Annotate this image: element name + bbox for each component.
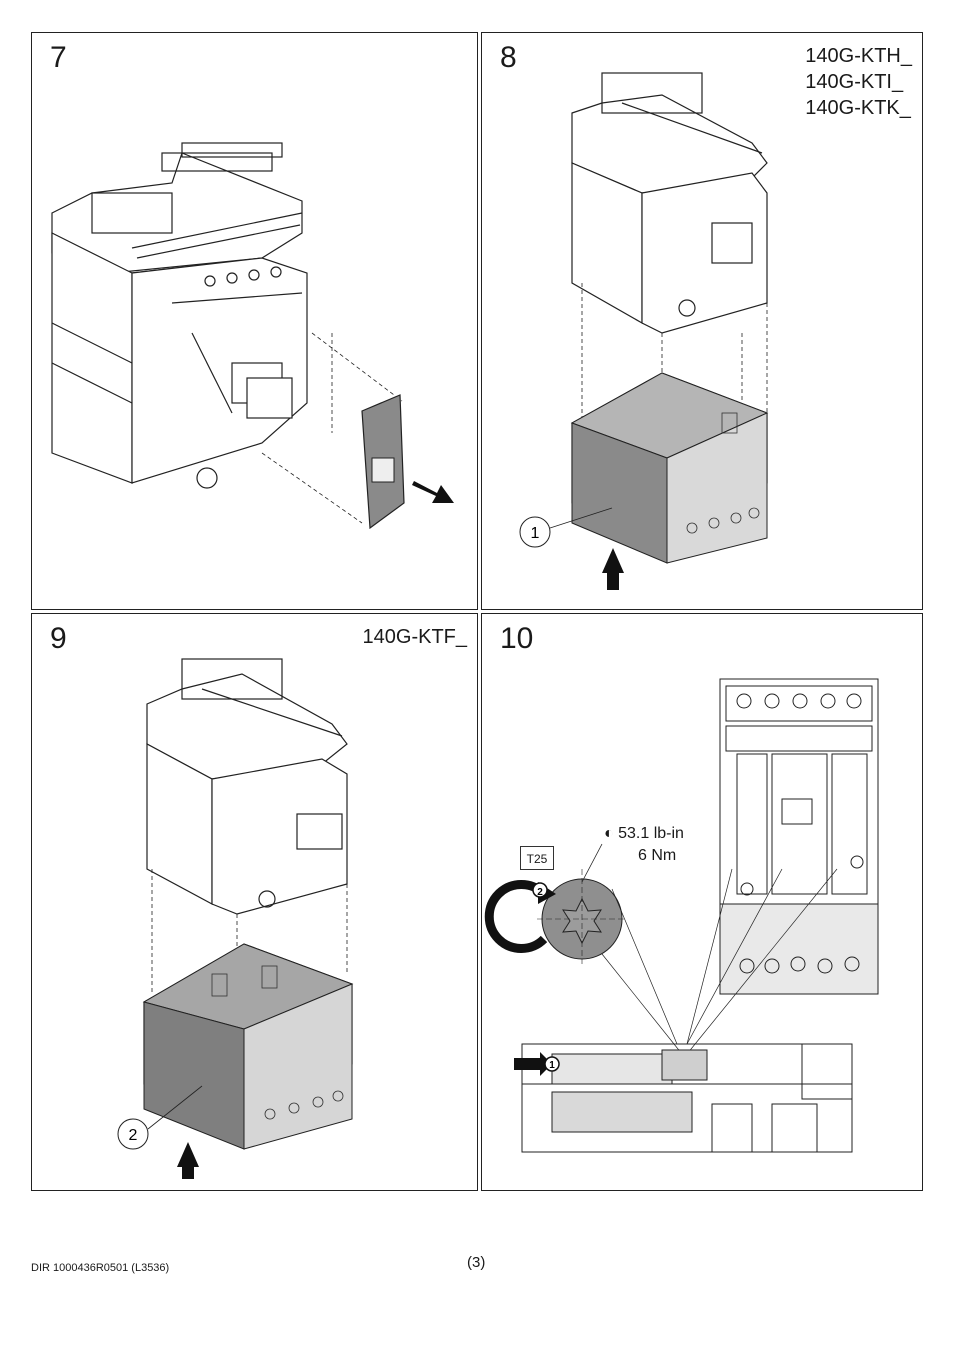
step-8-panel: 8 140G-KTH_ 140G-KTI_ 140G-KTK_: [481, 32, 923, 610]
step-10-panel: 10 T25 ◐ 53.1 lb-in 6 Nm: [481, 613, 923, 1191]
svg-text:2: 2: [537, 887, 543, 898]
catalog-code: 140G-KTK_: [805, 97, 911, 119]
torque-metric: 6 Nm: [638, 847, 677, 864]
catalog-codes: 140G-KTF_: [363, 624, 467, 650]
catalog-code: 140G-KTF_: [362, 626, 467, 648]
sequence-1-icon: [544, 1056, 560, 1072]
sequence-2-icon: [532, 882, 548, 898]
catalog-codes: 140G-KTH_ 140G-KTI_ 140G-KTK_: [805, 43, 912, 121]
module-install-illustration: 1: [519, 72, 769, 590]
torque-icon: ◐: [604, 825, 614, 842]
catalog-code: 140G-KTH_: [805, 45, 912, 67]
step-7-panel: 7: [31, 32, 478, 610]
step-number: 9: [50, 622, 67, 655]
step-9-panel: 9 140G-KTF_ 2: [31, 613, 478, 1191]
tightening-illustration: 2 1: [484, 678, 879, 1153]
step-number: 7: [50, 41, 67, 74]
step-number: 10: [500, 622, 534, 655]
installed-module: [719, 903, 879, 995]
insert-arrow: [602, 548, 624, 590]
breaker-cover-removal-illustration: [51, 142, 454, 530]
step-number: 8: [500, 41, 517, 74]
tool-label: T25: [520, 846, 554, 870]
page-number: (3): [467, 1254, 486, 1271]
removal-arrow: [412, 481, 454, 503]
catalog-code: 140G-KTI_: [805, 71, 904, 93]
insert-arrow: [177, 1142, 199, 1179]
insert-arrow: [514, 1052, 552, 1076]
torque-imperial: ◐ 53.1 lb-in: [604, 825, 684, 842]
svg-text:1: 1: [549, 1060, 555, 1071]
module-install-illustration: 2: [117, 658, 354, 1179]
callout-2: 2: [129, 1127, 138, 1144]
document-id: DIR 1000436R0501 (L3536): [31, 1262, 170, 1274]
callout-1: 1: [531, 525, 540, 542]
